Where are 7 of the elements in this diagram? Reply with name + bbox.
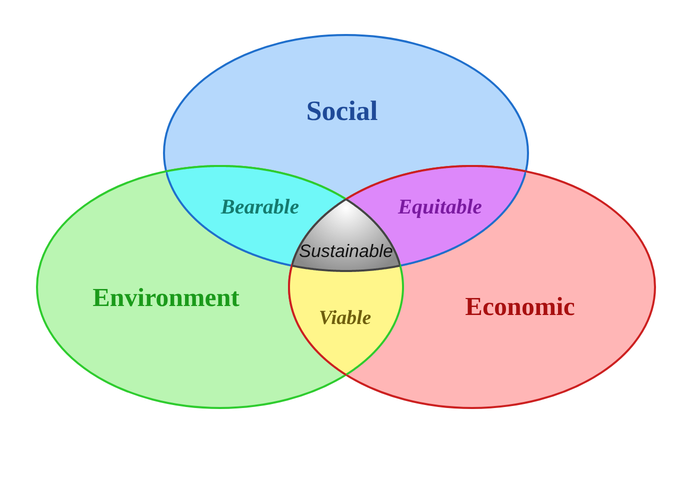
region-label: Equitable [398, 196, 482, 218]
region-label: Bearable [220, 196, 300, 218]
region-label: Sustainable [298, 242, 394, 260]
set-label: Social [306, 98, 378, 126]
region-label: Viable [318, 308, 372, 328]
set-label: Economic [465, 294, 575, 320]
set-label: Environment [92, 285, 240, 311]
